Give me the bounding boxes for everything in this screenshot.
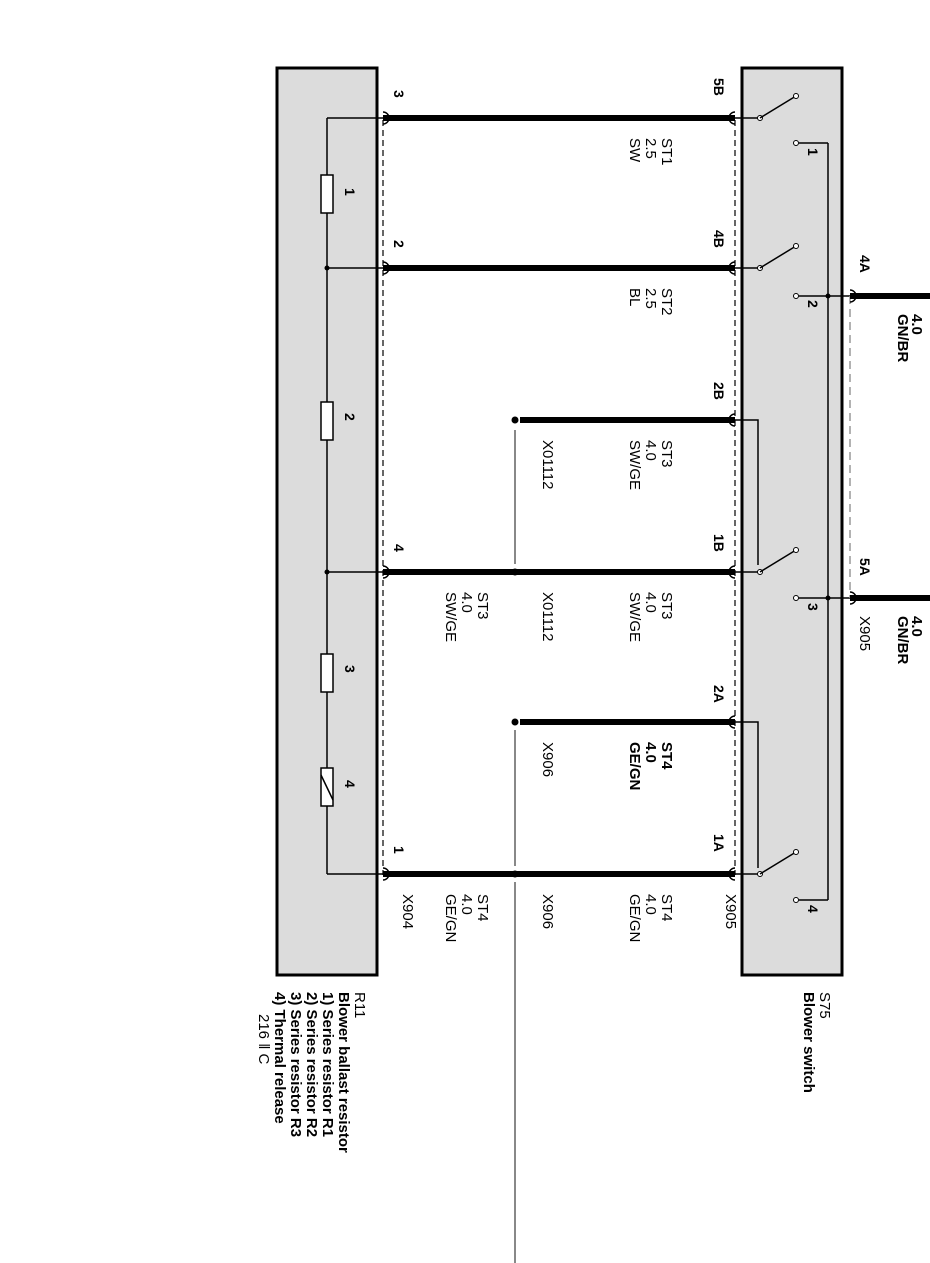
wire-size: 4.0 [642, 592, 659, 613]
resistor-pin-label: 1 [391, 846, 407, 854]
resistor-r2 [320, 401, 334, 441]
splice-dot [511, 870, 519, 878]
input-pin-label: 4A [857, 255, 873, 273]
wire-conn: ST2 [658, 288, 675, 316]
wire-size: 4.0 [458, 894, 475, 915]
wire-size: 4.0 [642, 440, 659, 461]
resistor-element-label: 3 [342, 665, 358, 673]
wire-color: SW/GE [626, 592, 643, 642]
wire-size: 4.0 [642, 742, 659, 763]
resistor-element-label: 2 [342, 413, 358, 421]
switch-contact-5b [735, 93, 799, 121]
blower-switch-box [740, 66, 844, 977]
wire-conn: ST3 [474, 592, 491, 620]
connector-label: X905 [722, 894, 739, 929]
wire-size: 4.0 [458, 592, 475, 613]
switch-position-contacts [793, 140, 851, 903]
wire-size: 2.5 [642, 138, 659, 159]
resistor-pin-label: 4 [391, 544, 407, 552]
resistor-legend-item: 4) Thermal release [271, 992, 288, 1124]
diagram-code: 216 ‖ C [255, 1014, 272, 1065]
splice-label: X906 [539, 742, 556, 777]
splice-label: X01112 [539, 592, 556, 642]
switch-position-label: 2 [805, 300, 821, 308]
switch-position-label: 4 [805, 905, 821, 913]
resistor-r1 [320, 174, 334, 214]
pin-label: 5B [711, 78, 727, 96]
connector-label: X904 [399, 894, 416, 929]
resistor-r3 [320, 653, 334, 693]
resistor-element-label: 1 [342, 188, 358, 196]
input-wire-color: GN/BR [894, 616, 911, 665]
input-wire-size: 4.0 [908, 616, 925, 637]
resistor-pin-label: 2 [391, 240, 407, 248]
wire-conn: ST4 [658, 742, 675, 770]
switch-position-label: 3 [805, 603, 821, 611]
bridge-2b-1b [735, 419, 759, 565]
pin-label: 2B [711, 382, 727, 400]
splice-label: X906 [539, 894, 556, 929]
wire-conn: ST4 [474, 894, 491, 922]
pin-label: 4B [711, 230, 727, 248]
resistor-chain [320, 117, 383, 875]
resistor-pin-label: 3 [391, 90, 407, 98]
input-pin-label: 5A [857, 558, 873, 576]
resistor-name: Blower ballast resistor [335, 992, 352, 1153]
pin-label: 2A [711, 685, 727, 703]
wire-color: GE/GN [626, 894, 643, 942]
pin-label: 1A [711, 834, 727, 852]
resistor-legend-item: 3) Series resistor R3 [287, 992, 304, 1137]
resistor-element-label: 4 [342, 780, 358, 788]
splice-label: X01112 [539, 440, 556, 490]
wire-conn: ST1 [658, 138, 675, 166]
wire-color: SW/GE [626, 440, 643, 490]
pin-label: 1B [711, 534, 727, 552]
switch-name: Blower switch [800, 992, 817, 1093]
wire-conn: ST3 [658, 592, 675, 620]
splice-dot [511, 416, 519, 424]
resistor-legend-item: 1) Series resistor R1 [319, 992, 336, 1137]
switch-contact-1a [735, 849, 799, 877]
resistor-legend-item: 2) Series resistor R2 [303, 992, 320, 1137]
splice-dot [511, 568, 519, 576]
wire-color: SW [626, 138, 643, 163]
switch-id: S75 [816, 992, 833, 1019]
input-wire-color: GN/BR [894, 314, 911, 363]
wire-color: GE/GN [626, 742, 643, 790]
wire-size: 2.5 [642, 288, 659, 309]
wire-color: GE/GN [442, 894, 459, 942]
wire-color: BL [626, 288, 643, 306]
wire-color: SW/GE [442, 592, 459, 642]
switch-position-label: 1 [805, 148, 821, 156]
input-wire-size: 4.0 [908, 314, 925, 335]
wire-conn: ST4 [658, 894, 675, 922]
wire-conn: ST3 [658, 440, 675, 468]
splice-dot [511, 718, 519, 726]
switch-contact-4b [735, 243, 799, 271]
switch-contact-1b [735, 547, 799, 575]
wire-size: 4.0 [642, 894, 659, 915]
terminal-markers [382, 111, 857, 881]
bridge-2a-1a [735, 721, 759, 868]
connector-label: X905 [856, 616, 873, 651]
resistor-id: R11 [351, 992, 368, 1018]
